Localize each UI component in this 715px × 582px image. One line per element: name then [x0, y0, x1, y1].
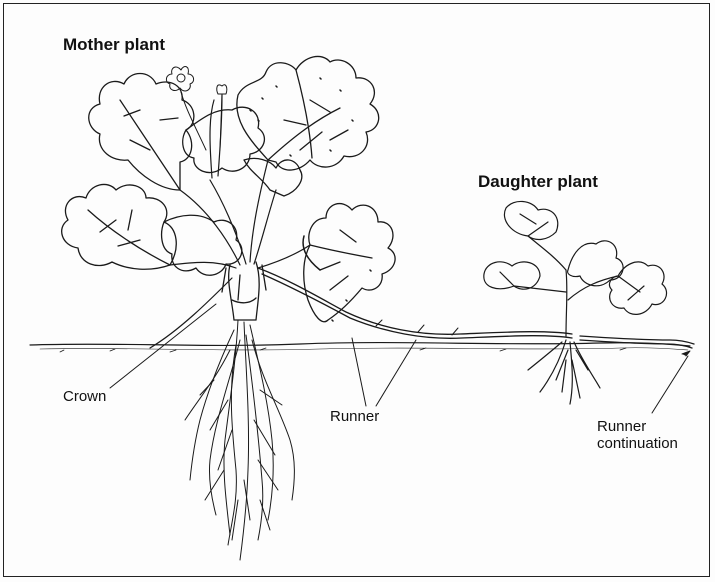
label-pointers	[110, 304, 690, 413]
runner-label: Runner	[330, 408, 379, 425]
mother-plant-flowers	[166, 67, 226, 150]
runner-continuation-label-line2: continuation	[597, 435, 678, 452]
runner-stem	[258, 268, 572, 338]
runner-continuation-label-line1: Runner	[597, 418, 646, 435]
mother-plant-stems	[150, 95, 310, 348]
daughter-plant	[484, 201, 667, 404]
mother-plant-roots	[185, 320, 294, 560]
daughter-plant-title: Daughter plant	[478, 172, 598, 192]
mother-plant-title: Mother plant	[63, 35, 165, 55]
crown-label: Crown	[63, 388, 106, 405]
soil-surface	[30, 343, 690, 352]
runner-continuation-stem	[580, 336, 694, 348]
mother-plant-crown	[222, 262, 266, 320]
